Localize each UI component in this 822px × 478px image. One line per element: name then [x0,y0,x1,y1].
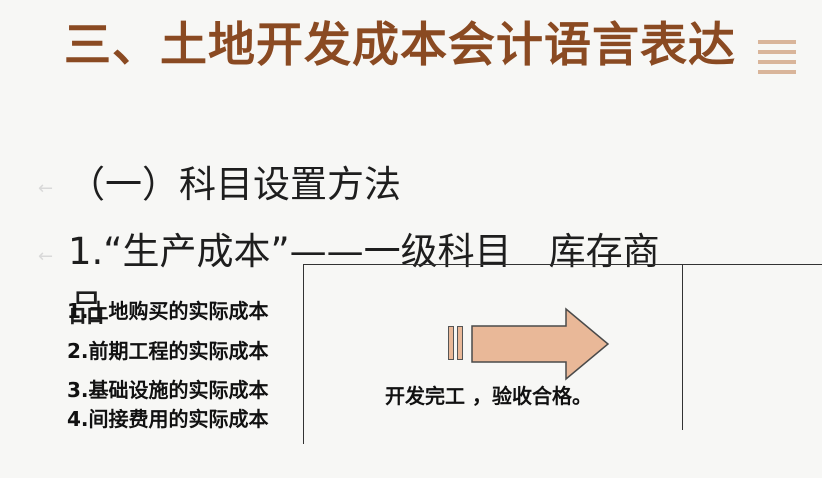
t-account-top-line [303,264,822,265]
account-item-continued: 品 [68,287,105,330]
t-account-left-line [303,264,304,444]
cost-item-2: 2.前期工程的实际成本 [67,339,269,363]
stacked-lines-icon [758,40,796,84]
left-arrow-icon: ← [38,246,54,267]
section-subheading: （一）科目设置方法 [68,163,401,206]
left-arrow-icon: ← [38,178,54,199]
cost-item-3: 3.基础设施的实际成本 [67,378,269,402]
right-arrow-icon [471,307,610,381]
t-account-right-line [682,264,683,430]
slide-title: 三、土地开发成本会计语言表达 [64,18,736,73]
completion-label: 开发完工 ，验收合格。 [385,384,592,408]
account-item: 1.“生产成本”——一级科目 库存商 [68,230,660,273]
cost-item-1: 1.土地购买的实际成本 [67,299,269,323]
cost-item-4: 4.间接费用的实际成本 [67,407,269,431]
